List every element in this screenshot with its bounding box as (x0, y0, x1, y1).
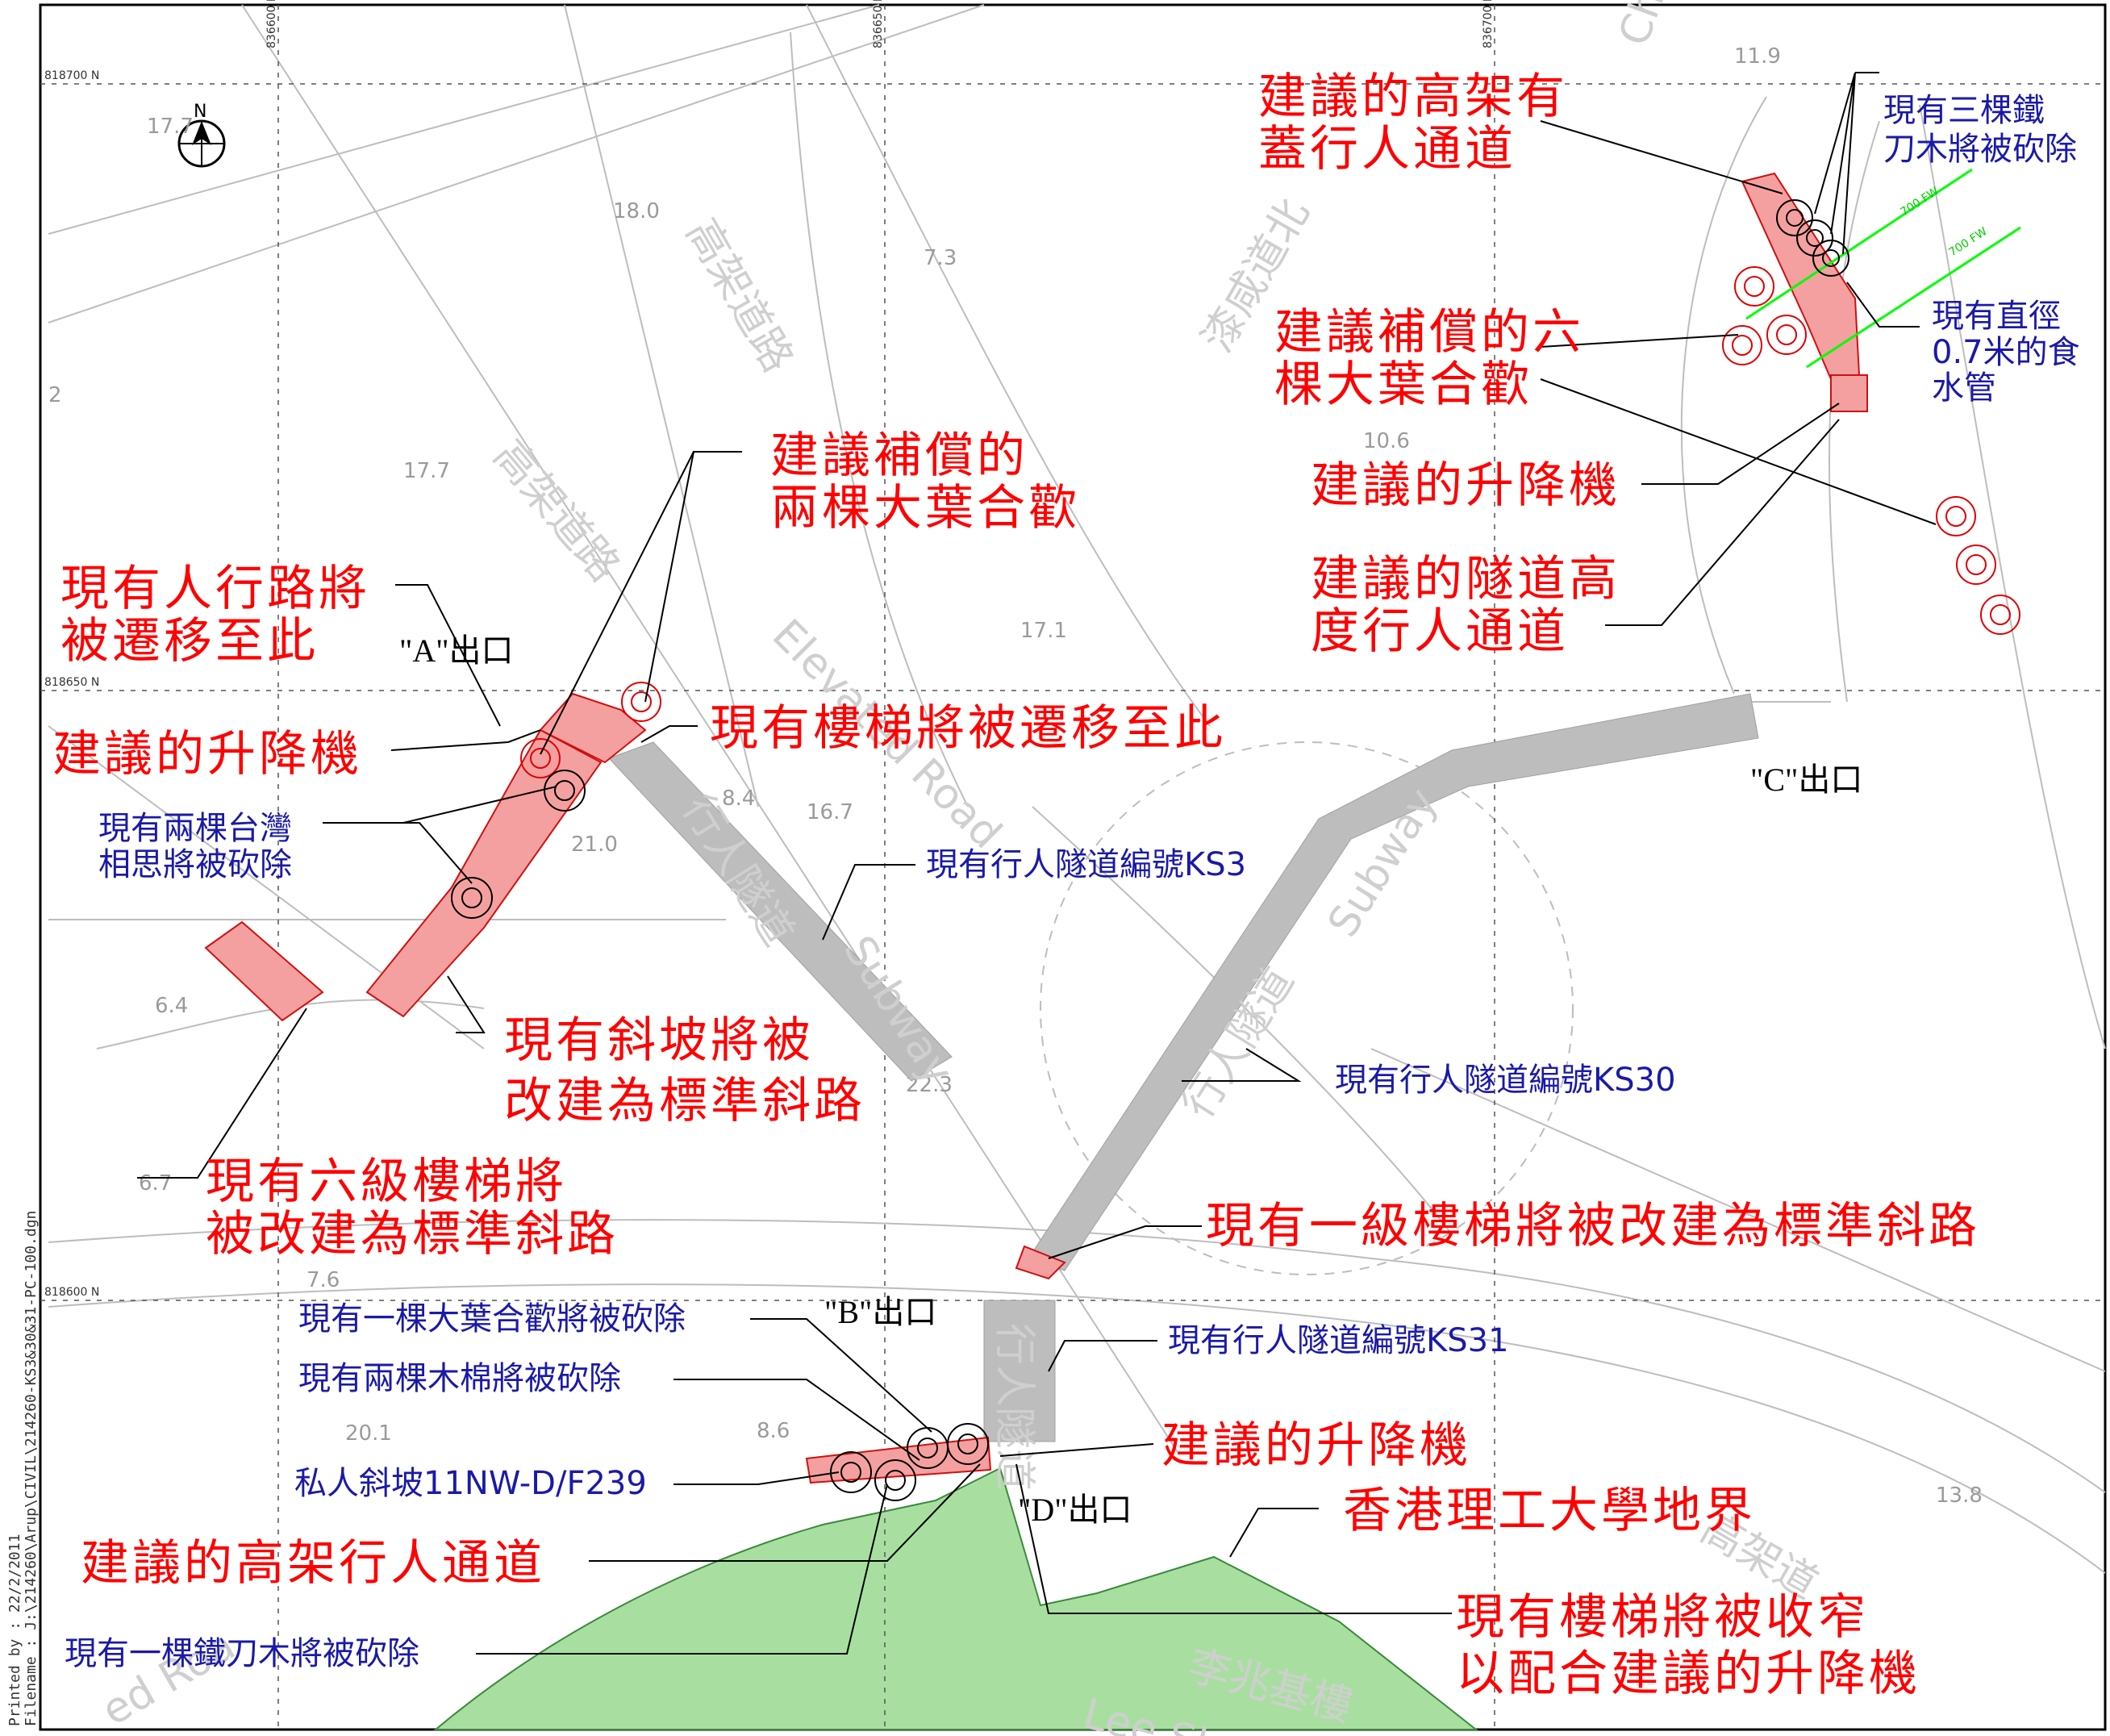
spot-level: 20.1 (345, 1421, 392, 1446)
label-two-acacia-1: 現有兩棵台灣 (98, 810, 292, 847)
label-subway-ks30: 現有行人隧道編號KS30 (1335, 1062, 1676, 1099)
spot-level: 6.7 (139, 1171, 172, 1196)
existing-labels: 現有三棵鐵 刀木將被砍除 現有直徑 0.7米的食 水管 現有兩棵台灣 相思將被砍… (65, 92, 2080, 1672)
spot-level: 8.4 (722, 787, 755, 811)
water-tag: 700 FW (1946, 225, 1989, 259)
spot-levels: 17.7 18.0 7.3 17.7 10.6 17.1 8.4 16.7 21… (48, 44, 1983, 1508)
exit-b-label: "B"出口 (824, 1294, 936, 1330)
proposed-trees (520, 266, 2020, 778)
label-one-albizia: 現有一棵大葉合歡將被砍除 (298, 1300, 686, 1337)
base-linework (48, 4, 2106, 1574)
label-stair-relocate: 現有樓梯將被遷移至此 (710, 700, 1226, 757)
label-water-main-2: 0.7米的食 (1932, 334, 2080, 371)
filename-line: Filename : J:\214260\Arup\CIVIL\214260-K… (23, 1211, 40, 1726)
subways (608, 693, 1759, 1442)
exit-a-label: "A"出口 (399, 632, 514, 669)
label-one-step: 現有一級樓梯將被改建為標準斜路 (1206, 1198, 1980, 1254)
label-slope-convert-2: 改建為標準斜路 (504, 1073, 865, 1129)
north-letter: N (194, 102, 206, 122)
grid-e1: 836600 E (265, 0, 278, 48)
grid-lines (40, 5, 2105, 1730)
proposal-labels: 建議的高架有 蓋行人通道 建議補償的六 棵大葉合歡 建議的升降機 建議的隧道高 … (52, 69, 1980, 1702)
label-comp-six-1: 建議補償的六 (1274, 304, 1584, 361)
label-slope-convert-1: 現有斜坡將被 (504, 1012, 814, 1069)
label-lift-west: 建議的升降機 (52, 726, 362, 782)
base-elevated-road-1: 高架道路 (677, 211, 803, 381)
label-water-main-3: 水管 (1932, 369, 1996, 407)
label-comp-two-1: 建議補償的 (770, 428, 1028, 484)
label-three-trees-2: 刀木將被砍除 (1883, 131, 2077, 168)
spot-level: 17.7 (147, 115, 194, 139)
label-water-main-1: 現有直徑 (1932, 298, 2061, 335)
label-tunnel-height-1: 建議的隧道高 (1311, 551, 1620, 607)
subway-ks30 (1028, 693, 1759, 1271)
label-elevated-walkway: 建議的高架行人通道 (81, 1535, 545, 1592)
exit-d-label: "D"出口 (1018, 1492, 1132, 1528)
label-covered-walkway-1: 建議的高架有 (1258, 69, 1568, 125)
leader-lines (137, 72, 1937, 1655)
label-comp-two-2: 兩棵大葉合歡 (770, 480, 1080, 536)
subway-text-ks31: 行人隧道 (990, 1323, 1038, 1491)
label-covered-walkway-2: 蓋行人通道 (1258, 121, 1516, 177)
grid-n3: 818600 N (44, 1286, 99, 1299)
base-chatham-en: Ch (1610, 0, 1674, 52)
label-subway-ks3: 現有行人隧道編號KS3 (926, 846, 1246, 883)
spot-level: 16.7 (807, 800, 853, 824)
spot-level: 7.6 (306, 1268, 340, 1292)
spot-level: 18.0 (613, 199, 660, 223)
spot-level: 2 (48, 383, 62, 407)
grid-e3: 836700 E (1482, 0, 1495, 48)
label-six-step-2: 被改建為標準斜路 (206, 1206, 619, 1262)
west-lift (539, 692, 647, 764)
label-stair-narrow-1: 現有樓梯將被收窄 (1456, 1589, 1869, 1646)
spot-level: 21.0 (571, 833, 618, 857)
spot-level: 10.6 (1363, 429, 1410, 453)
label-six-step-1: 現有六級樓梯將 (206, 1154, 567, 1210)
label-subway-ks31: 現有行人隧道編號KS31 (1168, 1322, 1509, 1359)
west-ramp-lower (204, 920, 324, 1022)
spot-level: 17.1 (1020, 619, 1067, 643)
grid-e2: 836650 E (872, 0, 885, 48)
polyu-campus-area (433, 1467, 1478, 1730)
label-two-kapok: 現有兩棵木棉將被砍除 (298, 1360, 621, 1397)
grid-n2: 818650 N (44, 676, 99, 689)
north-arrow-icon: N (177, 102, 226, 168)
water-main (1745, 168, 2021, 369)
label-tunnel-height-2: 度行人通道 (1311, 603, 1569, 660)
subway-ks3 (608, 741, 953, 1082)
subway-ks31 (983, 1300, 1056, 1442)
base-elevated-road-2: 高架道路 (484, 432, 629, 591)
spot-level: 8.6 (757, 1419, 790, 1443)
label-footpath-relocate-2: 被遷移至此 (60, 613, 319, 670)
spot-level: 7.3 (924, 246, 957, 270)
label-lift-ne: 建議的升降機 (1311, 457, 1620, 514)
label-polyu-boundary: 香港理工大學地界 (1343, 1483, 1756, 1539)
spot-level: 13.8 (1936, 1484, 1983, 1508)
west-ramp (365, 728, 603, 1018)
label-lift-south: 建議的升降機 (1161, 1417, 1471, 1474)
exit-c-label: "C"出口 (1750, 762, 1862, 798)
label-three-trees-1: 現有三棵鐵 (1883, 92, 2045, 129)
label-private-slope: 私人斜坡11NW-D/F239 (294, 1465, 647, 1502)
label-two-acacia-2: 相思將被砍除 (98, 846, 292, 883)
spot-level: 6.4 (155, 994, 188, 1018)
label-one-cassia: 現有一棵鐵刀木將被砍除 (65, 1635, 419, 1672)
existing-trees (451, 199, 1849, 1501)
label-footpath-relocate-1: 現有人行路將 (60, 561, 370, 617)
subway-text-ks3: 行人隧道 (673, 787, 803, 954)
spot-level: 11.9 (1734, 44, 1781, 69)
label-comp-six-2: 棵大葉合歡 (1274, 357, 1532, 413)
grid-n1: 818700 N (44, 69, 99, 82)
spot-level: 17.7 (403, 459, 450, 483)
printed-by-line: Printed by : 22/2/2011 (6, 1534, 23, 1726)
label-stair-narrow-2: 以配合建議的升降機 (1456, 1646, 1920, 1702)
water-tag: 700 FW (1898, 185, 1941, 219)
